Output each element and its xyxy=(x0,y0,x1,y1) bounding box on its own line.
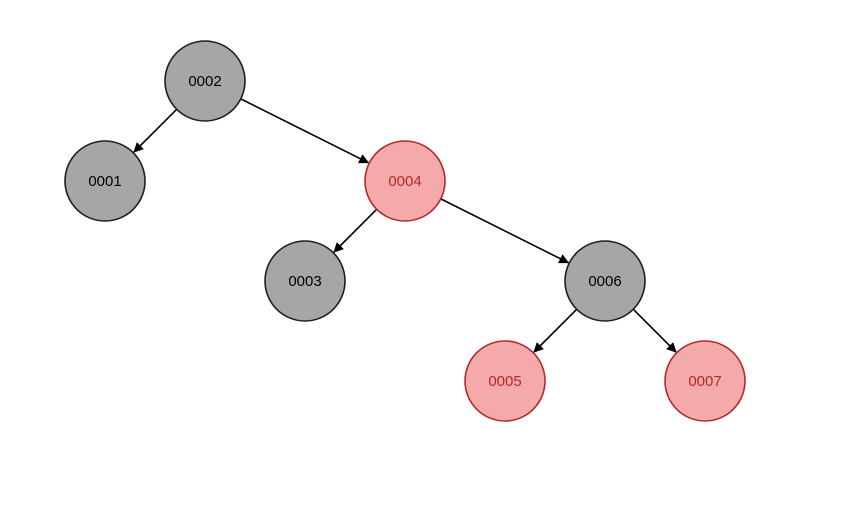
tree-node-0005: 0005 xyxy=(464,340,546,422)
tree-node-0002: 0002 xyxy=(164,40,246,122)
tree-node-0007: 0007 xyxy=(664,340,746,422)
edge-n4-n6 xyxy=(440,198,570,264)
edge-n2-n1 xyxy=(133,108,178,153)
node-circle xyxy=(464,340,546,422)
edge-n2-n4 xyxy=(240,98,370,164)
tree-node-0001: 0001 xyxy=(64,140,146,222)
edge-n6-n5 xyxy=(533,308,578,353)
node-label: 0006 xyxy=(588,273,621,290)
tree-node-0006: 0006 xyxy=(564,240,646,322)
tree-node-0003: 0003 xyxy=(264,240,346,322)
tree-node-0004: 0004 xyxy=(364,140,446,222)
node-label: 0003 xyxy=(288,273,321,290)
node-label: 0007 xyxy=(688,373,721,390)
edge-n4-n3 xyxy=(333,208,378,253)
node-circle xyxy=(264,240,346,322)
edge-n6-n7 xyxy=(632,308,677,353)
node-circle xyxy=(664,340,746,422)
node-label: 0002 xyxy=(188,73,221,90)
nodes: 0002 0001 0004 0003 0006 0005 0007 xyxy=(64,40,746,422)
edges xyxy=(133,98,677,353)
node-label: 0005 xyxy=(488,373,521,390)
node-circle xyxy=(564,240,646,322)
node-circle xyxy=(64,140,146,222)
node-label: 0001 xyxy=(88,173,121,190)
node-circle xyxy=(164,40,246,122)
node-circle xyxy=(364,140,446,222)
node-label: 0004 xyxy=(388,173,421,190)
